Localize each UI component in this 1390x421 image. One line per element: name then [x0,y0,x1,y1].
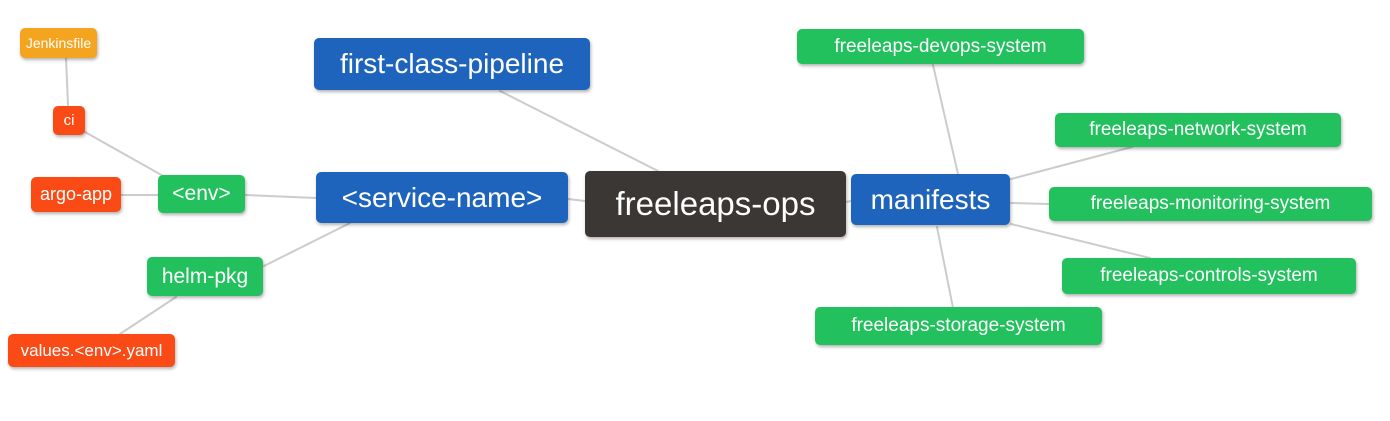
edge-helm-pkg-service-name [263,222,351,267]
edge-root-manifests [845,200,852,203]
node-freeleaps-network-system[interactable]: freeleaps-network-system [1055,113,1341,147]
node-freeleaps-controls-system[interactable]: freeleaps-controls-system [1062,258,1356,294]
edge-manifests-controls-system [1010,223,1151,259]
node-freeleaps-storage-system[interactable]: freeleaps-storage-system [815,307,1102,345]
node-helm-pkg[interactable]: helm-pkg [147,257,263,296]
edge-manifests-storage-system [936,226,954,309]
edge-ci-env [84,131,166,178]
node-argo-app[interactable]: argo-app [31,177,121,212]
node-freeleaps-monitoring-system[interactable]: freeleaps-monitoring-system [1049,187,1372,221]
node-values-env-yaml[interactable]: values.<env>.yaml [8,334,175,367]
edge-env-service-name [244,194,317,199]
edge-manifests-monitoring-system [1010,202,1050,205]
edge-manifests-devops-system [932,64,959,175]
edge-values-env-yaml-helm-pkg [119,296,177,335]
edge-first-class-pipeline-root [499,90,659,172]
edge-service-name-root [567,198,586,202]
node-first-class-pipeline[interactable]: first-class-pipeline [314,38,590,90]
node-freeleaps-devops-system[interactable]: freeleaps-devops-system [797,29,1084,64]
edge-jenkinsfile-ci [65,57,69,106]
edge-manifests-network-system [1010,146,1133,180]
node-manifests[interactable]: manifests [851,174,1010,225]
node-freeleaps-ops[interactable]: freeleaps-ops [585,171,846,237]
node-jenkinsfile[interactable]: Jenkinsfile [20,28,97,58]
node-env[interactable]: <env> [158,175,245,213]
node-service-name[interactable]: <service-name> [316,172,568,223]
node-ci[interactable]: ci [53,106,85,135]
